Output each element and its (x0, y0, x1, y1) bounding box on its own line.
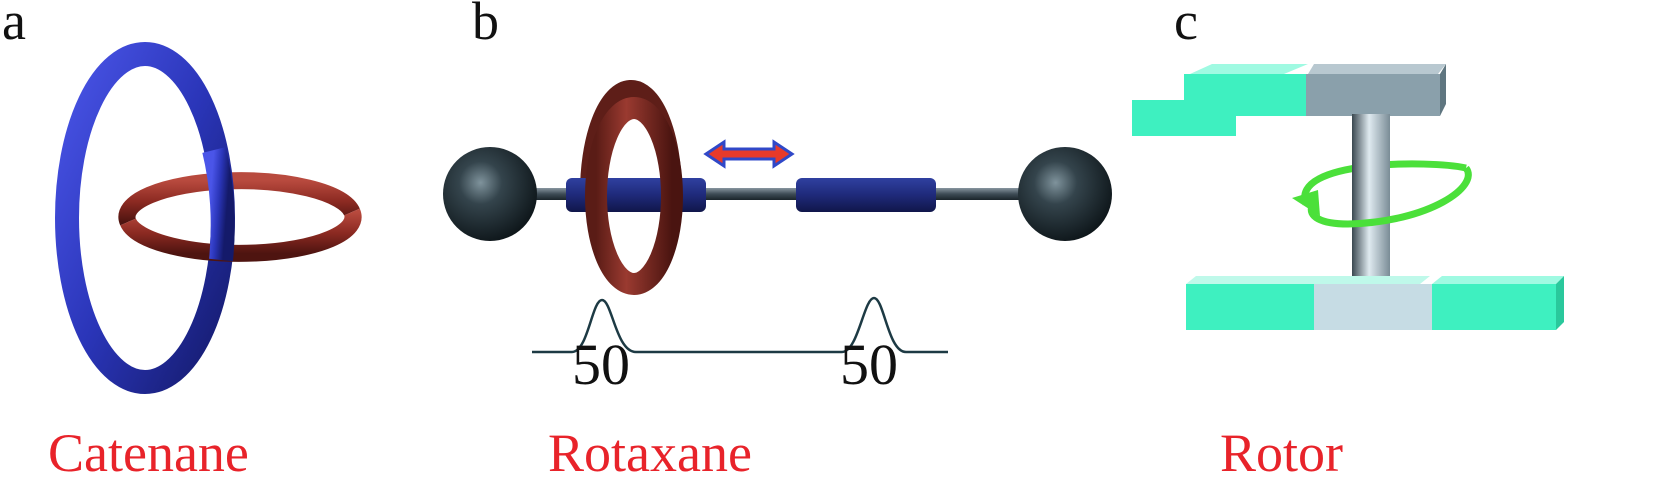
rotation-arrow-icon (1292, 165, 1472, 228)
red-ring (585, 97, 683, 295)
panel-letter-a: a (2, 0, 26, 51)
panel-rotaxane: b (440, 0, 1180, 482)
caption-rotor: Rotor (1220, 423, 1344, 483)
stopper-left (443, 147, 537, 241)
panel-rotor: c (1132, 0, 1653, 483)
shuttle-arrow-icon (703, 139, 795, 169)
red-ring-front (120, 208, 362, 262)
lower-block (1186, 276, 1564, 330)
blue-ring (55, 42, 235, 394)
rotor-graphic (1132, 64, 1564, 330)
caption-catenane: Catenane (48, 423, 249, 483)
catenane-graphic (55, 42, 362, 394)
panel-letter-c: c (1174, 0, 1198, 51)
stopper-right (1018, 147, 1112, 241)
caption-rotaxane: Rotaxane (548, 423, 752, 483)
peak-label-right: 50 (840, 332, 898, 397)
pillar (1352, 114, 1390, 292)
panel-letter-b: b (472, 0, 499, 51)
peak-label-left: 50 (572, 332, 630, 397)
panel-catenane: a Catenane (0, 0, 440, 482)
rotaxane-graphic (443, 80, 1112, 354)
station-right (796, 178, 936, 212)
blue-ring-overlap (202, 147, 235, 262)
red-ring-back (118, 172, 360, 226)
energy-profile (532, 296, 948, 354)
upper-block (1132, 64, 1446, 136)
